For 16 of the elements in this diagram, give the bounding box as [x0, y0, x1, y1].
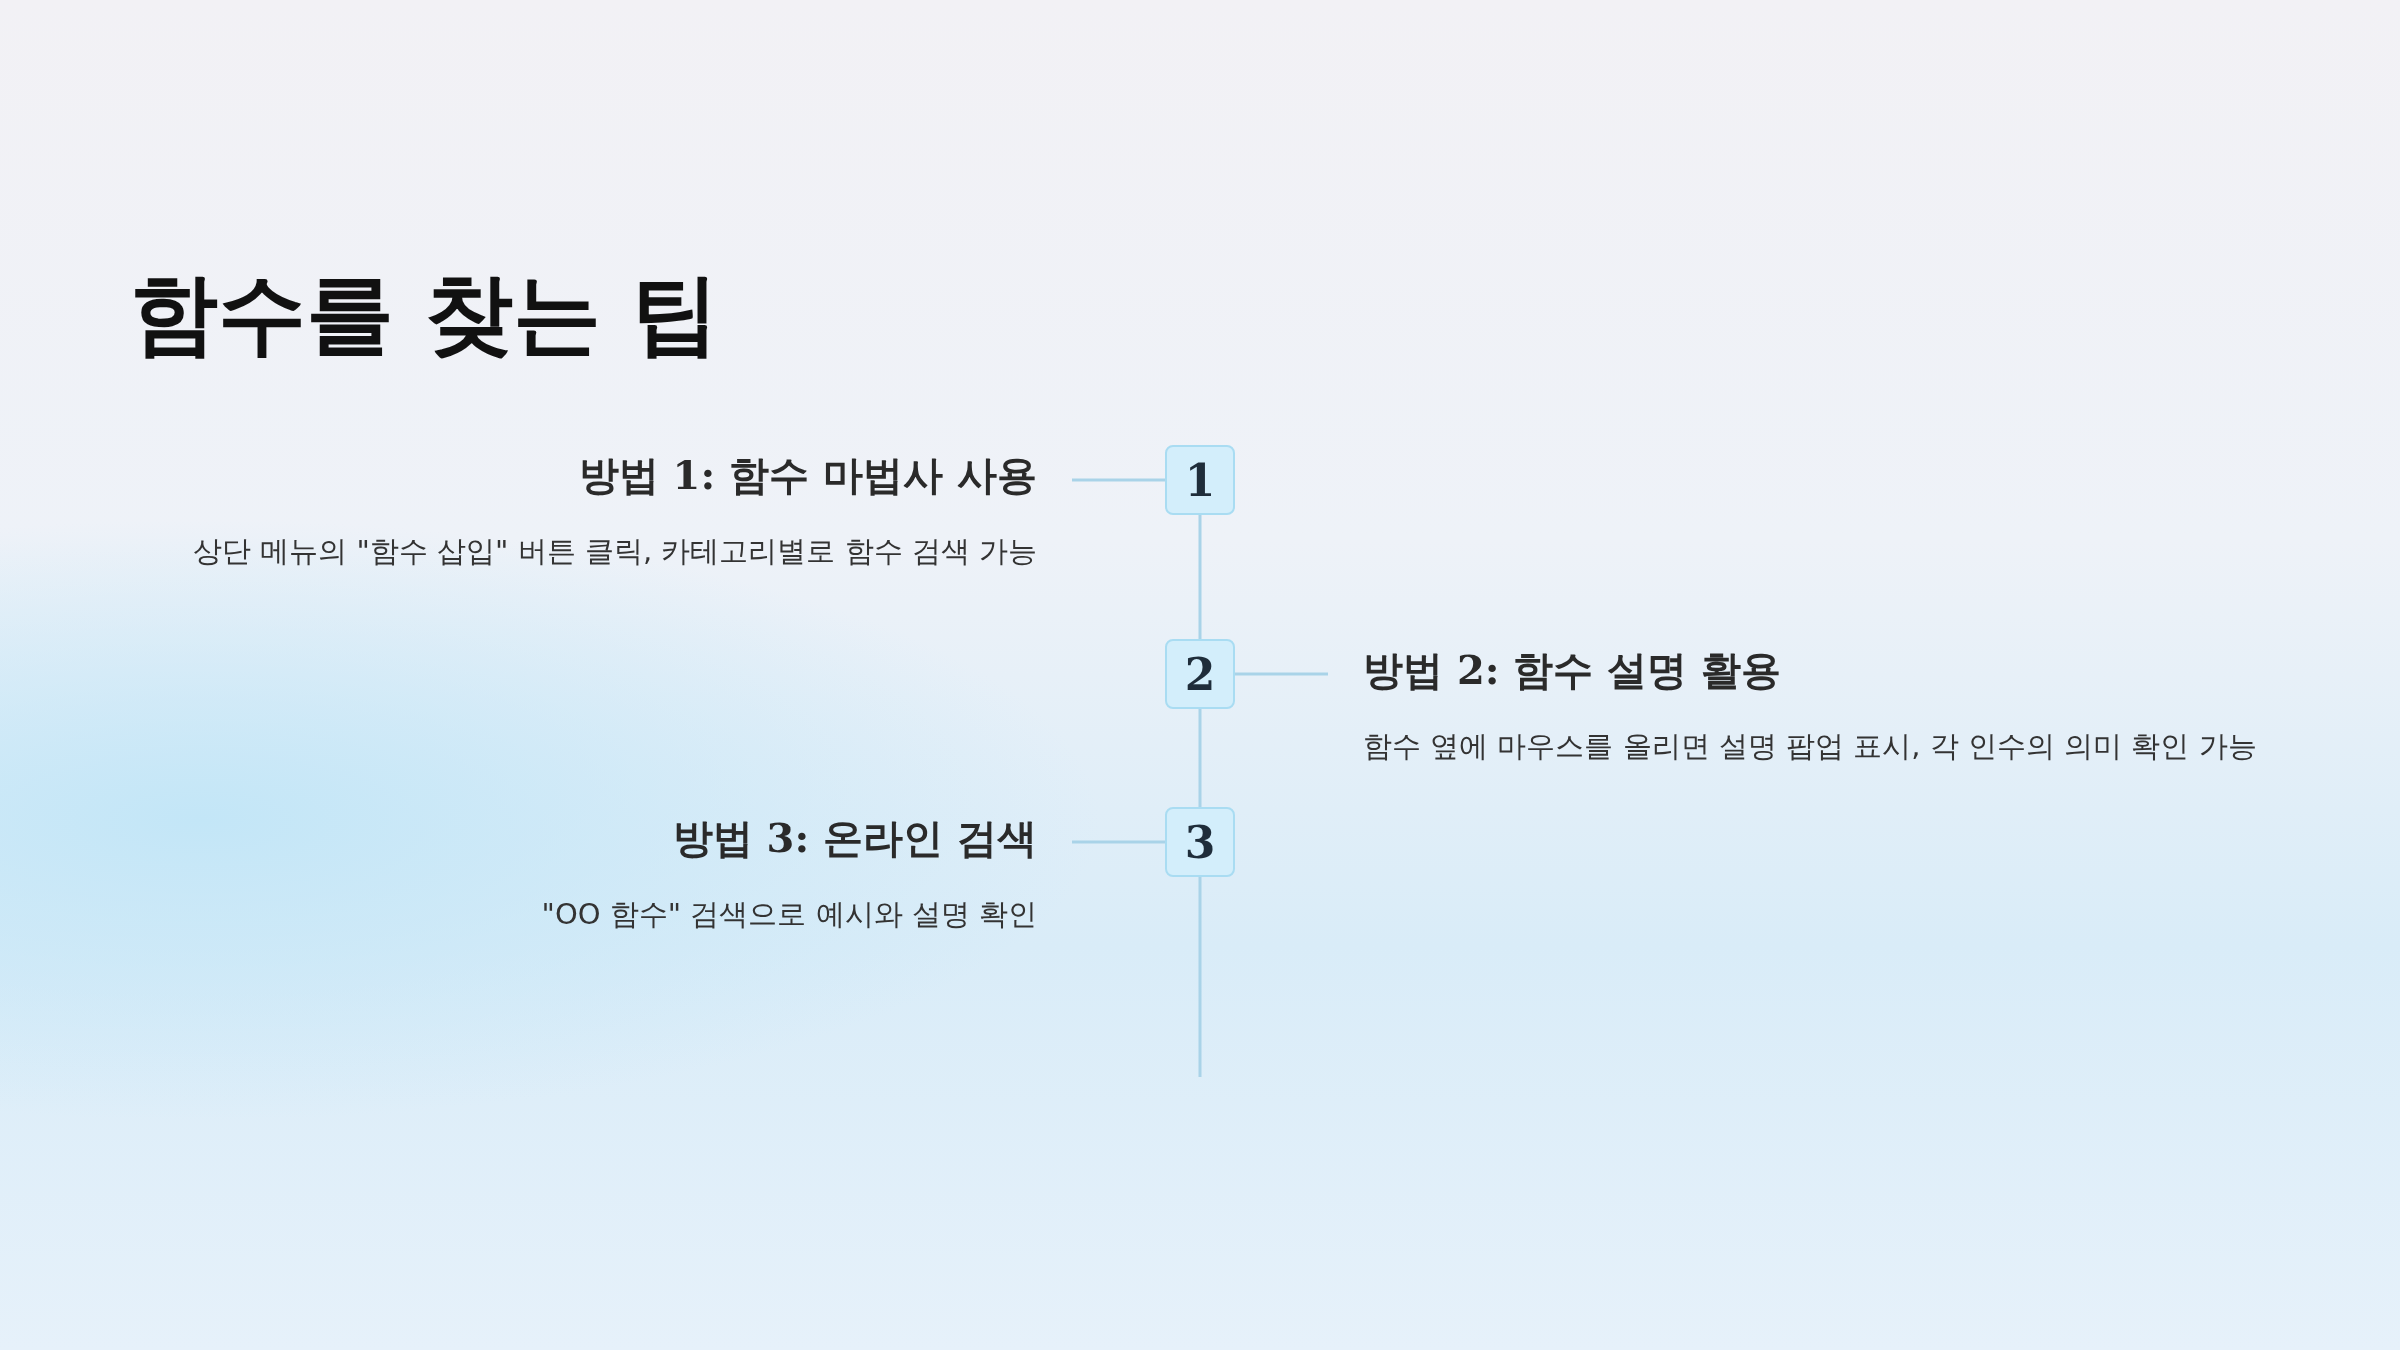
step-heading: 방법 1: 함수 마법사 사용 [578, 450, 1037, 500]
step-heading: 방법 3: 온라인 검색 [672, 813, 1037, 863]
step-description: 함수 옆에 마우스를 올리면 설명 팝업 표시, 각 인수의 의미 확인 가능 [1363, 728, 2258, 765]
connector-line [1198, 709, 1202, 807]
connector-line [1072, 840, 1165, 844]
step-description: "OO 함수" 검색으로 예시와 설명 확인 [540, 896, 1037, 933]
number-badge: 2 [1165, 639, 1235, 709]
number-badge: 3 [1165, 807, 1235, 877]
connector-line [1235, 672, 1328, 676]
step-heading: 방법 2: 함수 설명 활용 [1363, 645, 1782, 695]
slide-title: 함수를 찾는 팁 [130, 261, 720, 367]
connector-line [1072, 478, 1165, 482]
connector-line [1198, 515, 1202, 639]
step-description: 상단 메뉴의 "함수 삽입" 버튼 클릭, 카테고리별로 함수 검색 가능 [192, 533, 1037, 570]
connector-line [1198, 877, 1202, 1077]
number-badge: 1 [1165, 445, 1235, 515]
